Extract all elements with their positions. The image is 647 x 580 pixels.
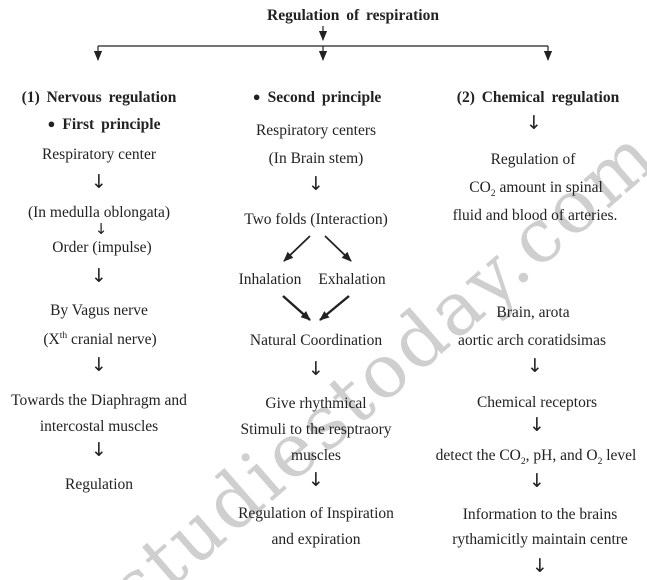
node-information-brains-line1: Information to the brains	[462, 506, 618, 523]
title-branch-lines	[93, 26, 553, 61]
ordinal-superscript: th	[59, 330, 68, 341]
node-brain-stem: (In Brain stem)	[268, 150, 364, 167]
node-regulation-inspiration-line2: and expiration	[271, 531, 361, 548]
node-rhythmical-line2: Stimuli to the resptraory	[240, 421, 392, 438]
two-folds-diverge-arrows	[283, 235, 352, 262]
down-arrow-icon: ↓	[308, 173, 324, 195]
down-arrow-icon: ↓	[532, 555, 548, 577]
node-regulation-inspiration-line1: Regulation of Inspiration	[238, 505, 394, 522]
node-brain-arota: Brain, arota	[496, 304, 570, 321]
co2-subscript: 2	[520, 456, 526, 468]
node-natural-coordination: Natural Coordination	[249, 332, 383, 349]
node-rhythmical-line1: Give rhythmical	[265, 395, 367, 412]
left-column-header: (1) Nervous regulation	[21, 89, 177, 106]
o2-subscript: 2	[597, 456, 603, 468]
node-fluid-blood: fluid and blood of arteries.	[452, 207, 618, 224]
down-arrow-icon: ↓	[527, 355, 543, 377]
first-principle-label: ● First principle	[47, 116, 160, 134]
node-vagus-nerve-line1: By Vagus nerve	[50, 302, 148, 319]
node-medulla-oblongata: (In medulla oblongata)	[27, 204, 171, 221]
coordination-converge-arrows	[282, 295, 350, 321]
down-arrow-icon: ↓	[526, 112, 542, 134]
node-exhalation: Exhalation	[318, 271, 386, 288]
center-column-header: ● Second principle	[253, 89, 382, 107]
node-regulation: Regulation	[64, 476, 134, 493]
bullet-icon: ●	[252, 89, 261, 104]
node-co2-amount: CO2 amount in spinal	[469, 179, 603, 200]
down-arrow-icon: ↓	[94, 220, 108, 238]
down-arrow-icon: ↓	[91, 439, 107, 461]
node-inhalation: Inhalation	[238, 271, 302, 288]
node-two-folds: Two folds (Interaction)	[244, 211, 388, 228]
node-rhythmical-line3: muscles	[291, 447, 341, 464]
down-arrow-icon: ↓	[91, 265, 107, 287]
down-arrow-icon: ↓	[308, 358, 324, 380]
down-arrow-icon: ↓	[529, 470, 545, 492]
co2-subscript: 2	[490, 188, 496, 200]
bullet-icon: ●	[47, 116, 56, 131]
down-arrow-icon: ↓	[91, 354, 107, 376]
down-arrow-icon: ↓	[529, 414, 545, 436]
first-principle-text: First principle	[62, 116, 161, 133]
right-column-header: (2) Chemical regulation	[456, 89, 620, 106]
node-respiratory-centers: Respiratory centers	[255, 122, 377, 139]
node-towards-diaphragm-line1: Towards the Diaphragm and	[11, 392, 187, 409]
node-towards-diaphragm-line2: intercostal muscles	[39, 418, 159, 435]
page-title: Regulation of respiration	[267, 7, 439, 24]
node-chemical-receptors: Chemical receptors	[476, 394, 598, 411]
node-aortic-arch: aortic arch coratidsimas	[457, 332, 607, 349]
node-order-impulse: Order (impulse)	[52, 239, 152, 256]
node-respiratory-center: Respiratory center	[41, 146, 157, 163]
node-vagus-nerve-line2: (Xth cranial nerve)	[43, 330, 157, 349]
node-regulation-of: Regulation of	[490, 151, 576, 168]
node-detect-levels: detect the CO2, pH, and O2 level	[435, 447, 637, 468]
down-arrow-icon: ↓	[91, 171, 107, 193]
down-arrow-icon: ↓	[308, 469, 324, 491]
node-information-brains-line2: rythamicitly maintain centre	[452, 531, 628, 548]
second-principle-text: Second principle	[267, 89, 382, 106]
